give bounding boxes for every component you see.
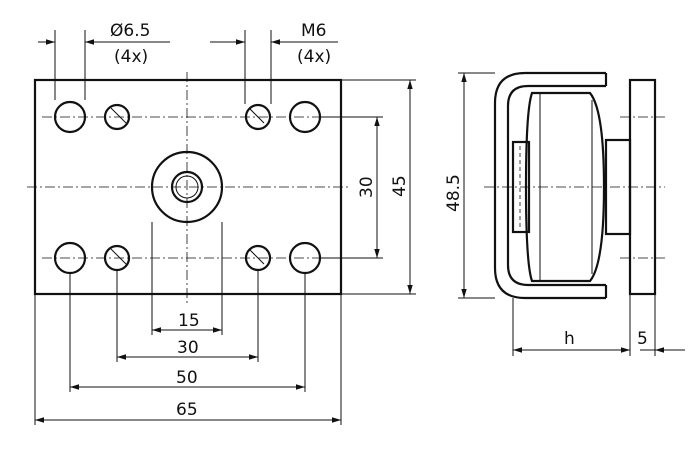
side-view-dimensions: 48.5 h 5	[444, 72, 685, 356]
hole-callout: Ø6.5 (4x)	[38, 21, 170, 100]
hole-count-label: (4x)	[114, 47, 148, 67]
side-dimensions: 30 45	[320, 79, 416, 295]
thread-count-label: (4x)	[297, 47, 331, 67]
central-bore-inner	[175, 175, 199, 199]
threaded-hole-top-right	[244, 103, 272, 131]
central-boss	[150, 150, 224, 224]
dim-h-label: h	[564, 329, 575, 349]
dim-30-vertical-label: 30	[357, 176, 377, 198]
dim-45-label: 45	[390, 175, 410, 197]
roller-body	[524, 91, 606, 283]
dim-50-label: 50	[176, 368, 198, 388]
dim-48-5-label: 48.5	[444, 174, 464, 212]
dim-15-label: 15	[178, 311, 200, 331]
bottom-dimensions: 15 30 50 65	[34, 222, 342, 425]
base-plate-outline	[33, 78, 343, 296]
thread-callout: M6 (4x)	[210, 21, 338, 104]
dim-5-label: 5	[637, 329, 648, 349]
central-bore	[170, 170, 204, 204]
side-view	[484, 71, 665, 300]
clearance-hole-top-left	[53, 100, 87, 134]
threaded-hole-top-left	[103, 103, 131, 131]
thread-label: M6	[301, 21, 326, 41]
front-view	[27, 72, 350, 304]
dim-65-label: 65	[176, 400, 198, 420]
dim-30-horizontal-label: 30	[177, 338, 199, 358]
hole-diameter-label: Ø6.5	[110, 21, 150, 41]
bracket-outer	[493, 71, 606, 300]
bracket-inner	[506, 84, 606, 287]
